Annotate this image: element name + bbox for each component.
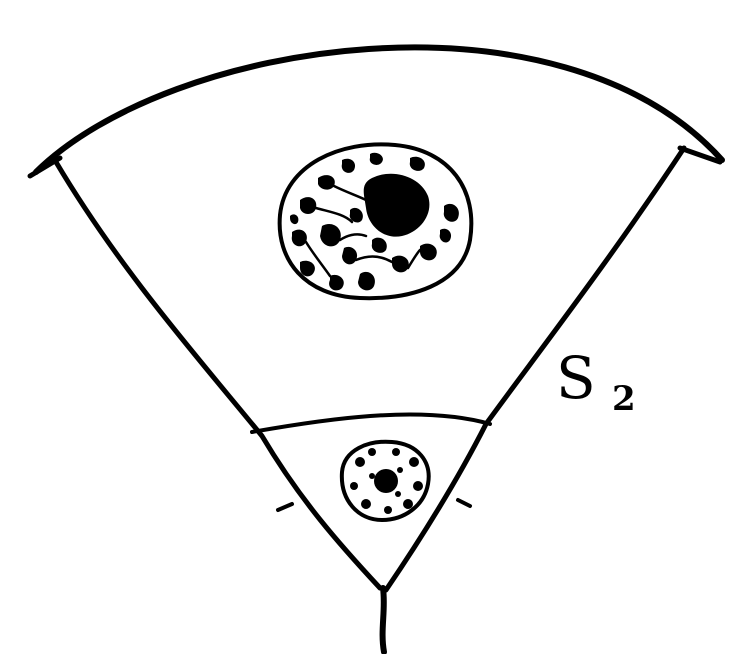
large-nucleolus xyxy=(364,174,430,237)
cell-label-subscript: 2 xyxy=(612,379,636,419)
right-cell-wall xyxy=(386,148,684,590)
lower-right-tick xyxy=(458,500,470,506)
cell-label: S 2 xyxy=(556,344,636,419)
outer-cell-boundary-arc xyxy=(36,47,722,172)
lower-left-tick xyxy=(278,504,292,510)
dividing-cell-wall xyxy=(252,415,490,432)
cell-label-letter: S xyxy=(556,344,596,412)
small-nucleus xyxy=(342,442,429,520)
small-nucleolus xyxy=(374,469,398,493)
stalk xyxy=(383,588,384,652)
large-nucleus xyxy=(280,144,472,298)
